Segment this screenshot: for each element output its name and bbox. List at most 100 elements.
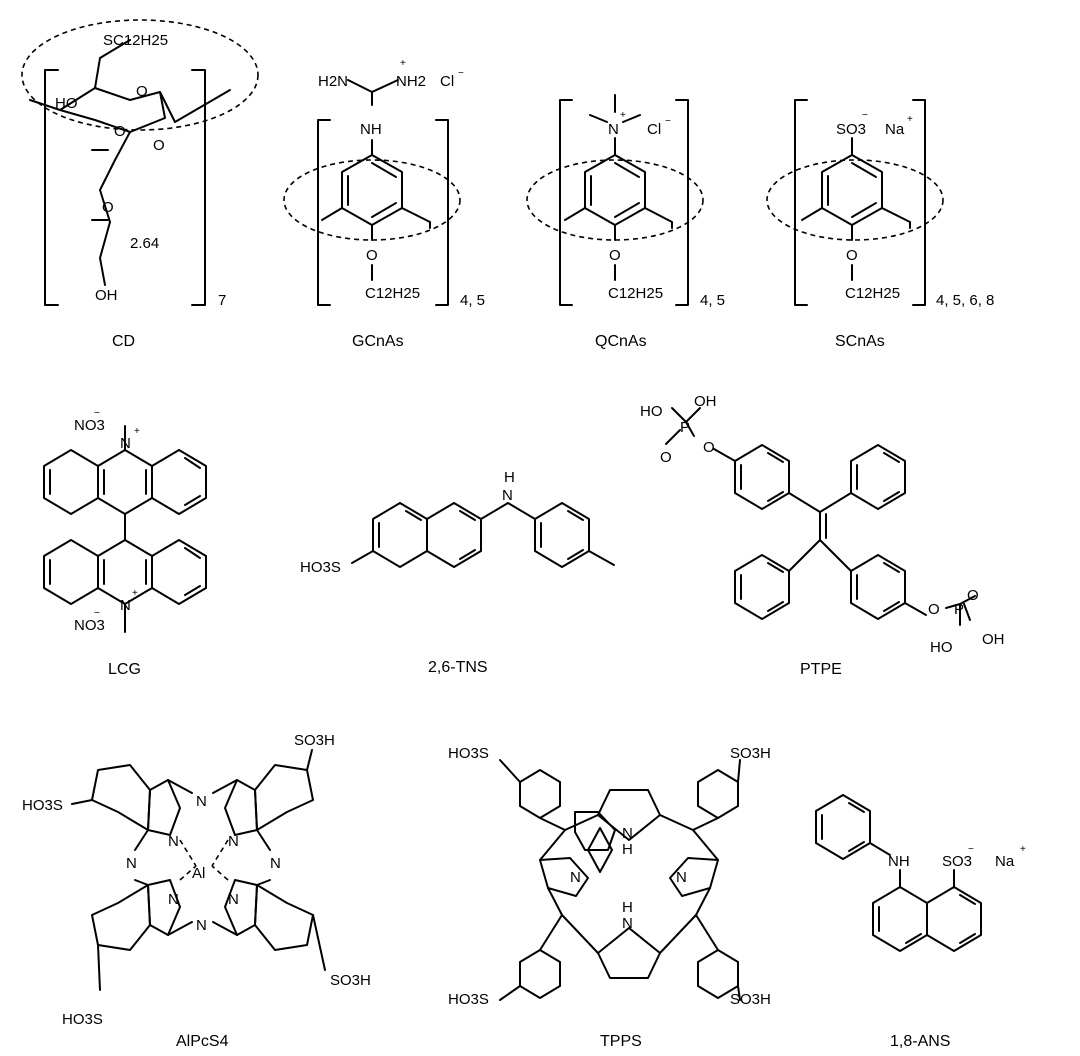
al-ho3s-tl-label: HO3S [22, 797, 63, 814]
gc-repeat-label: 4, 5 [460, 292, 485, 309]
structure-lcg: NO3 − N + N + NO3 − LCG [43, 408, 207, 678]
al-n-i4-label: N [228, 891, 239, 908]
qc-c12h25-label: C12H25 [608, 285, 663, 302]
sc-na-label: Na [885, 121, 905, 138]
tp-h-bot-label: H [622, 899, 633, 916]
ptpe-o-top-link-label: O [703, 439, 715, 456]
lcg-minus-bot: − [94, 608, 100, 619]
lcg-minus-top: − [94, 408, 100, 419]
structure-scnas: SO3 − Na + O C12H25 4, 5, 6, 8 SCnAs [766, 99, 994, 350]
cd-repeat-label: 7 [218, 292, 226, 309]
structure-tns: H N HO3S 2,6-TNS [300, 469, 615, 676]
cd-ring2-o-label: O [153, 137, 165, 154]
al-n-i3-label: N [168, 891, 179, 908]
lcg-no3-bot-label: NO3 [74, 617, 105, 634]
structure-qcnas: N + Cl − O C12H25 4, 5 QCnAs [526, 94, 725, 350]
cd-ring-o-label: O [136, 83, 148, 100]
caption-ptpe: PTPE [800, 661, 842, 678]
gc-nh2-label: NH2 [396, 73, 426, 90]
tp-n-left-label: N [570, 869, 581, 886]
tp-ho3s-bl-label: HO3S [448, 991, 489, 1008]
al-ho3s-bl-label: HO3S [62, 1011, 103, 1028]
lcg-n-top-label: N [120, 435, 131, 452]
qc-cl-label: Cl [647, 121, 661, 138]
gc-cl-label: Cl [440, 73, 454, 90]
gc-c12h25-label: C12H25 [365, 285, 420, 302]
ptpe-ho-bot-label: HO [930, 639, 953, 656]
qc-o-label: O [609, 247, 621, 264]
al-n-top-label: N [196, 793, 207, 810]
qc-repeat-label: 4, 5 [700, 292, 725, 309]
qc-plus-sign: + [620, 110, 626, 121]
caption-gcnas: GCnAs [352, 333, 404, 350]
caption-lcg: LCG [108, 661, 141, 678]
tp-h-top-label: H [622, 841, 633, 858]
sc-repeat-label: 4, 5, 6, 8 [936, 292, 994, 309]
lcg-plus-bot: + [132, 588, 138, 599]
gc-plus-sign: + [400, 58, 406, 69]
structure-ptpe: HO OH P O O O P O OH HO PTPE [640, 393, 1005, 678]
gc-o-label: O [366, 247, 378, 264]
caption-qcnas: QCnAs [595, 333, 647, 350]
ans-so3-label: SO3 [942, 853, 972, 870]
lcg-plus-top: + [134, 426, 140, 437]
al-n-i2-label: N [228, 833, 239, 850]
al-n-i1-label: N [168, 833, 179, 850]
sc-o-label: O [846, 247, 858, 264]
ptpe-oh-bot-label: OH [982, 631, 1005, 648]
tp-ho3s-tl-label: HO3S [448, 745, 489, 762]
cd-oh-label: OH [95, 287, 118, 304]
tp-n-bot-label: N [622, 915, 633, 932]
gc-h2n-label: H2N [318, 73, 348, 90]
qc-n-label: N [608, 121, 619, 138]
ptpe-ho-top-label: HO [640, 403, 663, 420]
ptpe-o-bot-link-label: O [928, 601, 940, 618]
al-n-bot-label: N [196, 917, 207, 934]
lcg-no3-top-label: NO3 [74, 417, 105, 434]
caption-ans: 1,8-ANS [890, 1033, 950, 1050]
caption-cd: CD [112, 333, 135, 350]
structure-tpps: HO3S SO3H HO3S SO3H N H N N H N TPPS [448, 745, 771, 1050]
ans-minus-sign: − [968, 844, 974, 855]
tns-ho3s-label: HO3S [300, 559, 341, 576]
cd-sc12h25-label: SC12H25 [103, 32, 168, 49]
al-n-right-label: N [270, 855, 281, 872]
ptpe-oh-top-label: OH [694, 393, 717, 410]
ptpe-p-top-label: P [680, 419, 690, 436]
sc-so3-label: SO3 [836, 121, 866, 138]
structure-gcnas: H2N NH2 + Cl − NH O C12H25 4, 5 GCnAs [283, 58, 485, 350]
caption-tns: 2,6-TNS [428, 659, 488, 676]
al-so3h-tr-label: SO3H [294, 732, 335, 749]
cd-repeat-number-label: 2.64 [130, 235, 159, 252]
ans-na-label: Na [995, 853, 1015, 870]
tp-so3h-br-label: SO3H [730, 991, 771, 1008]
gc-minus-sign: − [458, 68, 464, 79]
sc-minus-sign: − [862, 110, 868, 121]
ans-plus-sign: + [1020, 844, 1026, 855]
structure-ans: NH SO3 − Na + 1,8-ANS [815, 794, 1026, 1050]
tns-n-label: N [502, 487, 513, 504]
caption-alpcs4: AlPcS4 [176, 1033, 229, 1050]
al-metal-label: Al [192, 865, 205, 882]
qc-minus-sign: − [665, 116, 671, 127]
ans-nh-label: NH [888, 853, 910, 870]
cd-glyc-o-label: O [114, 123, 126, 140]
tp-n-right-label: N [676, 869, 687, 886]
caption-scnas: SCnAs [835, 333, 885, 350]
tp-so3h-tr-label: SO3H [730, 745, 771, 762]
lcg-n-bot-label: N [120, 597, 131, 614]
sc-plus-sign: + [907, 114, 913, 125]
structure-cd: SC12H25 HO O O O O 2.64 OH 7 CD [21, 19, 259, 350]
sc-c12h25-label: C12H25 [845, 285, 900, 302]
ptpe-p-bot-label: P [954, 601, 964, 618]
ptpe-o-top-eq-label: O [660, 449, 672, 466]
ptpe-o-bot-eq-label: O [967, 587, 979, 604]
al-n-left-label: N [126, 855, 137, 872]
cd-ho-label: HO [55, 95, 78, 112]
tp-n-top-label: N [622, 825, 633, 842]
cd-chain-o-label: O [102, 199, 114, 216]
tns-h-label: H [504, 469, 515, 486]
structure-alpcs4: SO3H HO3S SO3H HO3S N N N N N N N N Al A… [22, 732, 371, 1050]
caption-tpps: TPPS [600, 1033, 642, 1050]
gc-nh-label: NH [360, 121, 382, 138]
